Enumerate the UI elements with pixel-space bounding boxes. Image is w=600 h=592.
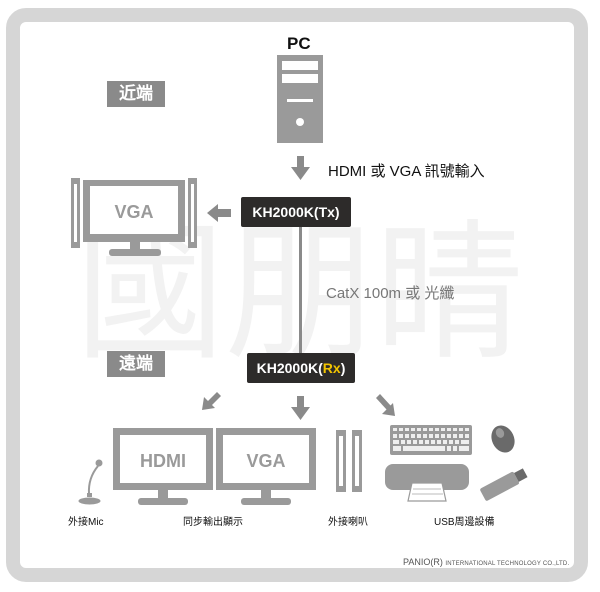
mouse-icon	[491, 425, 515, 453]
usb-drive-icon	[480, 468, 528, 501]
remote-vga-monitor-icon: VGA	[216, 428, 316, 505]
mic-caption: 外接Mic	[68, 517, 104, 528]
far-end-label: 遠端	[107, 351, 165, 377]
card-reader-icon	[385, 464, 469, 502]
remote-hdmi-monitor-text: HDMI	[140, 451, 186, 471]
cable-line	[299, 227, 302, 353]
cable-label: CatX 100m 或 光纖	[326, 285, 455, 302]
usb-caption: USB周邊設備	[434, 517, 495, 528]
arrow-left-icon	[207, 204, 231, 222]
pc-label: PC	[287, 34, 311, 53]
arrow-down-left-icon	[202, 392, 221, 410]
remote-hdmi-monitor-icon: HDMI	[113, 428, 213, 505]
footer-brand: PANIO(R) INTERNATIONAL TECHNOLOGY CO.,LT…	[403, 557, 570, 567]
arrow-down-right-icon	[376, 394, 395, 416]
arrow-down-icon	[291, 156, 310, 180]
speaker-caption: 外接喇叭	[328, 517, 368, 528]
arrow-down-icon	[291, 396, 310, 420]
keyboard-icon	[390, 425, 472, 455]
local-monitor-icon: VGA	[71, 178, 197, 256]
microphone-icon	[78, 459, 103, 505]
tx-device-box: KH2000K(Tx)	[241, 197, 351, 227]
pc-tower-icon	[277, 55, 323, 143]
rx-device-box: KH2000K(Rx)	[247, 353, 355, 383]
sync-output-caption: 同步輸出顯示	[183, 517, 243, 528]
local-monitor-text: VGA	[114, 202, 153, 222]
remote-vga-monitor-text: VGA	[246, 451, 285, 471]
speakers-icon	[336, 430, 362, 492]
signal-input-label: HDMI 或 VGA 訊號輸入	[328, 163, 485, 180]
near-end-label: 近端	[107, 81, 165, 107]
